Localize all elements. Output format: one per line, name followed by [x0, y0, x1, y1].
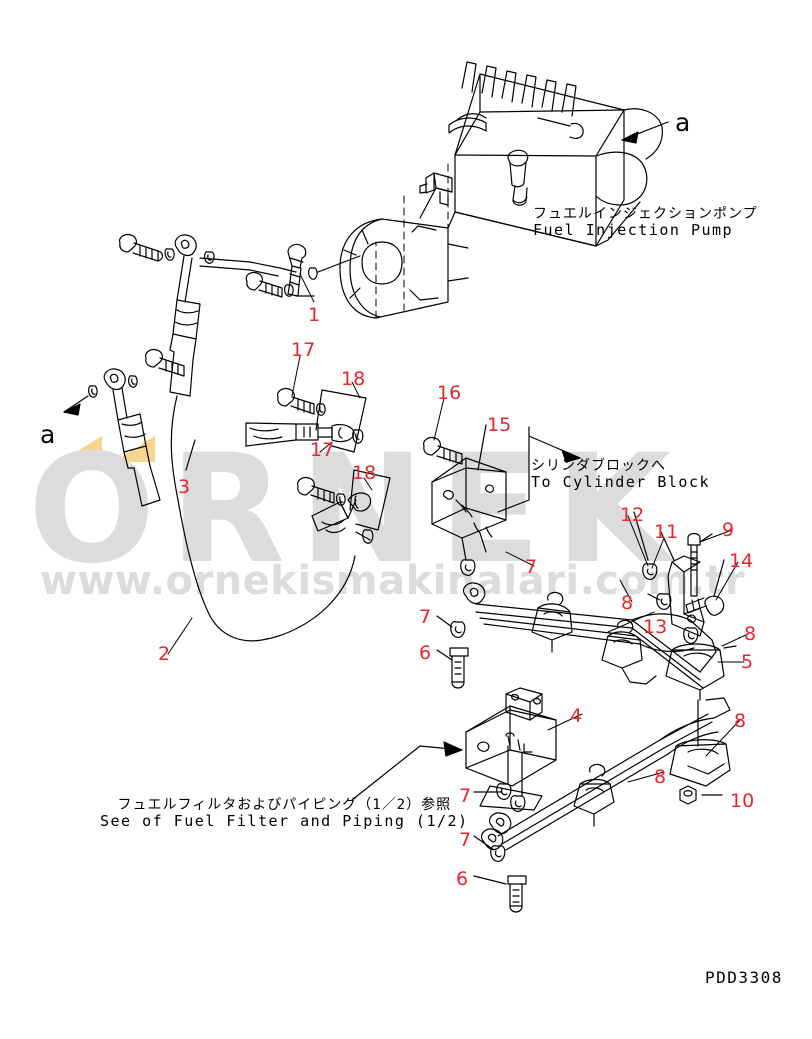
fuel-filter-bracket — [351, 687, 557, 812]
callout-6a: 6 — [419, 642, 432, 664]
section-marker-a-top: a — [675, 108, 691, 137]
label-to-cylinder-block-jp: シリンダブロックへ — [531, 458, 666, 474]
drawing-code: PDD3308 — [705, 968, 783, 987]
callout-6b: 6 — [456, 868, 469, 890]
callout-18: 18 — [341, 368, 366, 390]
callout-11: 11 — [654, 521, 679, 543]
upper-hose-to-pump — [199, 243, 361, 298]
callout-16: 16 — [437, 382, 462, 404]
callout-15: 15 — [487, 414, 512, 436]
callout-10: 10 — [730, 790, 755, 812]
label-fuel-injection-pump-jp: フュエルインジェクションポンプ — [533, 206, 758, 222]
callout-2: 2 — [158, 643, 171, 665]
callout-7d: 7 — [459, 829, 472, 851]
callout-17: 17 — [291, 339, 316, 361]
callout-leaders — [167, 273, 749, 783]
section-marker-a-left: a — [40, 420, 56, 449]
callout-8d: 8 — [654, 766, 667, 788]
callout-14: 14 — [729, 550, 754, 572]
callout-17b: 17 — [310, 439, 335, 461]
hose-assembly-17-upper — [245, 387, 367, 453]
fuel-injection-pump-body — [339, 61, 663, 319]
label-see-fuel-filter-piping-en: See of Fuel Filter and Piping (1/2) — [100, 812, 469, 830]
label-see-fuel-filter-piping-jp: フュエルフィルタおよびパイピング（1／2）参照 — [117, 797, 452, 813]
callout-18b: 18 — [352, 462, 377, 484]
callout-8a: 8 — [621, 592, 634, 614]
callout-7a: 7 — [525, 556, 538, 578]
label-to-cylinder-block-en: To Cylinder Block — [531, 473, 711, 491]
callout-8b: 8 — [744, 623, 757, 645]
callout-12: 12 — [620, 504, 645, 526]
fastener-stack-right — [633, 511, 737, 805]
label-fuel-injection-pump-en: Fuel Injection Pump — [533, 221, 734, 239]
lower-left-hose-assembly — [63, 348, 185, 507]
fastener-stack-bottom — [473, 835, 527, 913]
label-see-fuel-filter-piping: フュエルフィルタおよびパイピング（1／2）参照 See of Fuel Filt… — [100, 797, 469, 830]
callout-3: 3 — [178, 476, 191, 498]
bracket-15-assembly — [423, 424, 581, 561]
leader-marker-a-top — [621, 121, 669, 144]
callout-8c: 8 — [734, 710, 747, 732]
fuel-rail-tube-assembly — [462, 582, 731, 851]
callout-4: 4 — [570, 705, 583, 727]
callout-9: 9 — [722, 519, 735, 541]
callout-1: 1 — [308, 304, 321, 326]
label-to-cylinder-block: シリンダブロックへ To Cylinder Block — [531, 458, 710, 491]
upper-left-hose-assembly — [119, 233, 356, 642]
callout-7b: 7 — [419, 606, 432, 628]
hose-assembly-17-lower — [297, 469, 391, 544]
callout-7c: 7 — [459, 785, 472, 807]
callout-13: 13 — [643, 616, 668, 638]
callout-5: 5 — [741, 651, 754, 673]
fastener-stack-left — [436, 559, 476, 689]
label-fuel-injection-pump: フュエルインジェクションポンプ Fuel Injection Pump — [533, 206, 758, 239]
